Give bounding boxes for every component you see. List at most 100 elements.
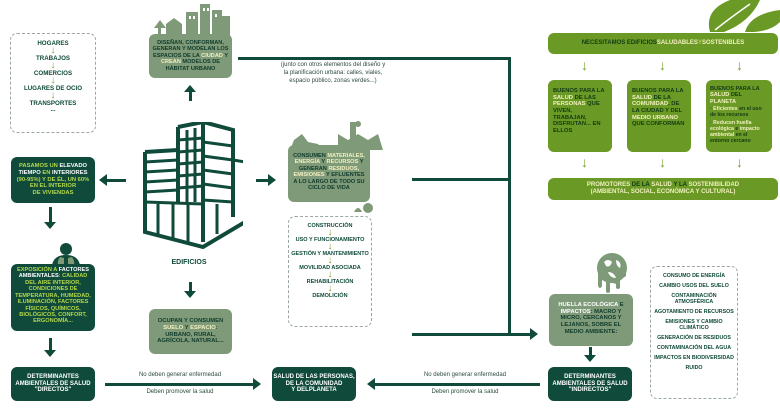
text-highlight: SOSTENIBILIDAD	[688, 182, 740, 189]
down-arrow-icon: ↓	[327, 227, 333, 238]
indirect-determinants-box: DETERMINANTES AMBIENTALES DE SALUD "INDI…	[548, 367, 632, 401]
lifecycle-list: CONSTRUCCIÓN ↓ USO Y FUNCIONAMIENTO ↓ GE…	[288, 216, 372, 327]
good-planet-box: BUENOS PARA LA SALUD DEL PLANETA · Efici…	[706, 80, 772, 152]
text-highlight: CIUDAD	[201, 52, 223, 59]
impact-item: AGOTAMIENTO DE RECURSOS	[654, 309, 734, 315]
text: Y DELPLANETA	[291, 387, 337, 394]
places-list: HOGARES ↓ TRABAJOS ↓ COMERCIOS ↓ LUGARES…	[10, 33, 96, 133]
text-highlight: SALUD	[553, 94, 573, 101]
text-highlight: CREAN	[160, 59, 181, 66]
arrow-down-to-indirect	[589, 347, 592, 357]
arrowhead-down-icon	[184, 291, 196, 298]
text-highlight: MATERIALES	[327, 153, 364, 159]
place-item: TRABAJOS	[35, 55, 71, 62]
arrow-label-right-bottom: Deben promover la salud	[431, 389, 499, 395]
impact-item: GENERACIÓN DE RESIDUOS	[657, 335, 731, 341]
text: QUE VIVEN, TRABAJAN, DISFRUTAN... EN ELL…	[553, 101, 601, 134]
text: en el uso de los recursos	[710, 106, 762, 119]
connector-vertical-right	[508, 57, 511, 335]
text-highlight: RESIDUOS	[328, 165, 358, 172]
down-arrow-icon: ↓	[50, 90, 56, 101]
down-arrow-icon: ↓	[327, 255, 333, 266]
text-highlight: SALUD	[710, 92, 730, 99]
indoor-time-box: PASAMOS UN ELEVADO TIEMPO EN INTERIORES …	[11, 157, 95, 203]
arrow-right-to-consume	[256, 179, 270, 182]
arrowhead-right-icon	[530, 328, 538, 340]
text: DEL	[729, 92, 742, 99]
text: en el entorno cercano	[710, 132, 751, 145]
impact-item: EMISIONES Y CAMBIO CLIMÁTICO	[665, 319, 723, 331]
text: AMBIENTALES DE SALUD	[15, 380, 91, 387]
good-people-box: BUENOS PARA LA SALUD DE LAS PERSONAS QUE…	[548, 80, 612, 152]
arrowhead-right-icon	[253, 378, 261, 390]
text: Y	[359, 159, 364, 166]
text: EN EL INTERIOR	[29, 183, 77, 190]
arrowhead-down-icon	[44, 222, 56, 229]
text: e	[733, 126, 740, 133]
text: QUE CONFORMAN	[632, 121, 685, 128]
text-highlight: SUELO	[163, 324, 184, 331]
good-community-box: BUENOS PARA LA SALUD DE LA COMUNIDAD, DE…	[627, 80, 691, 152]
impact-item: CONSUMO DE ENERGÍA	[662, 273, 726, 279]
arrow-down-to-exposure	[49, 207, 52, 225]
lifecycle-item: USO Y FUNCIONAMIENTO	[295, 237, 365, 243]
lifecycle-item: DEMOLICIÓN	[312, 293, 348, 299]
arrowhead-down-icon	[44, 350, 56, 357]
text-highlight: impacto ambiental	[710, 126, 760, 139]
connector-consume-right	[412, 178, 511, 181]
connector-design-right	[238, 57, 511, 60]
text: DE LA	[630, 182, 652, 189]
melting-earth-icon	[597, 253, 627, 293]
waste-bag-icon	[354, 203, 373, 213]
health-center-box: SALUD DE LAS PERSONAS, DE LA COMUNIDAD Y…	[272, 367, 356, 401]
connector-bottom-to-footprint	[412, 333, 532, 336]
text: DETERMINANTES	[564, 373, 616, 380]
city-skyline-icon	[154, 4, 230, 36]
text-highlight: SALUD	[651, 182, 672, 189]
impacts-list: CONSUMO DE ENERGÍA CAMBIO USOS DEL SUELO…	[650, 266, 738, 399]
buildings-label: EDIFICIOS	[171, 259, 207, 266]
text: , DE LA CIUDAD Y DEL	[632, 101, 683, 114]
text: EXPOSICIÓN A	[17, 267, 59, 273]
down-arrow-icon: ↓	[327, 241, 333, 252]
place-item: LUGARES DE OCIO	[23, 85, 83, 92]
leaves-icon	[708, 0, 780, 32]
text: PASAMOS UN	[18, 163, 60, 170]
text: DETERMINANTES	[27, 373, 79, 380]
impact-item: CONTAMINACIÓN DEL AGUA	[656, 345, 732, 351]
text-highlight: ELEVADO	[59, 163, 88, 170]
place-item: HOGARES	[37, 40, 69, 47]
text-highlight: RECURSOS	[325, 159, 360, 166]
impact-item: IMPACTOS EN BIODIVERSIDAD	[654, 355, 734, 361]
text-highlight: MEDIO URBANO	[632, 114, 679, 121]
consume-box: CONSUMEN MATERIALES, ENERGÍA Y RECURSOS …	[288, 145, 370, 202]
building-icon	[143, 122, 243, 250]
arrow-label-left-top: No deben generar enfermedad	[138, 372, 222, 378]
text: DE LA	[651, 94, 671, 101]
text: EFLUENTES A LO LARGO DE TODO SU CICLO DE…	[293, 172, 365, 192]
place-item: TRANSPORTES	[29, 100, 77, 107]
text: "DIRECTOS"	[34, 387, 72, 394]
lifecycle-item: REHABILITACIÓN	[306, 279, 354, 285]
text: OCUPAN Y CONSUMEN	[157, 318, 224, 325]
text-highlight: , EMISIONES	[293, 165, 360, 179]
text-highlight: FACTORES AMBIENTALES	[18, 267, 89, 280]
lifecycle-item: MOVILIDAD ASOCIADA	[299, 265, 361, 271]
text: DE VIVIENDAS	[32, 189, 74, 196]
text: MODELOS DE HÁBITAT URBANO	[165, 59, 221, 72]
down-arrow-icon: ↓	[327, 283, 333, 294]
lifecycle-item: CONSTRUCCIÓN	[307, 223, 353, 229]
text: Y	[697, 40, 702, 47]
text-highlight: PLANETA	[710, 98, 736, 105]
place-item: COMERCIOS	[33, 70, 73, 77]
text: DE LA COMUNIDAD	[285, 380, 343, 387]
text-highlight: HUELLA ECOLÓGICA	[558, 302, 619, 308]
text: Y LA	[671, 182, 689, 189]
text: : URBANO, RURAL, AGRÍCOLA, NATURAL...	[157, 324, 224, 345]
arrowhead-down-icon	[584, 355, 596, 362]
text: E	[618, 302, 624, 308]
design-note: (junto con otros elementos del diseño y …	[280, 62, 386, 84]
impact-item: RUIDO	[685, 365, 703, 371]
text-highlight: TIEMPO	[18, 170, 41, 177]
text: Y	[326, 172, 330, 179]
